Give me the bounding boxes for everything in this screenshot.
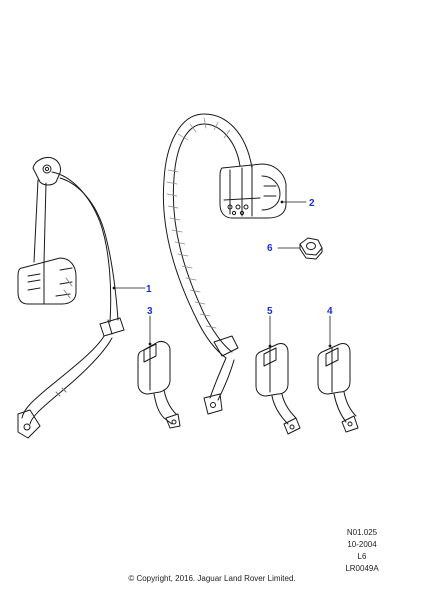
buckle-4[interactable] <box>317 343 359 433</box>
reference-model: L6 <box>357 552 367 561</box>
nut[interactable] <box>299 237 323 260</box>
upper-anchor-plate <box>32 157 61 186</box>
callout-2[interactable]: 2 <box>309 198 315 209</box>
front-belt-webbing <box>51 171 112 323</box>
callout-1[interactable]: 1 <box>146 284 152 295</box>
rear-seat-belt-assembly[interactable] <box>162 113 287 415</box>
reference-code: N01.025 <box>346 528 378 537</box>
callout-6[interactable]: 6 <box>267 243 273 254</box>
front-seat-belt-assembly[interactable] <box>17 157 125 439</box>
buckle-3[interactable] <box>137 341 181 429</box>
reference-drawing-number: LR0049A <box>345 564 379 573</box>
callout-5[interactable]: 5 <box>267 306 273 317</box>
reference-date: 10-2004 <box>347 540 377 549</box>
callout-3[interactable]: 3 <box>147 306 153 317</box>
rear-belt-webbing <box>172 123 241 353</box>
front-retractor-housing <box>17 257 77 305</box>
leader-lines <box>112 200 332 348</box>
anchor-bolt-hole <box>42 164 52 174</box>
copyright-notice: © Copyright, 2016. Jaguar Land Rover Lim… <box>128 574 296 583</box>
callout-numbers: 1 2 3 4 5 6 <box>146 198 333 317</box>
callout-4[interactable]: 4 <box>327 306 333 317</box>
lower-anchor-plate <box>17 409 41 439</box>
drawing-reference-block: N01.025 10-2004 L6 LR0049A <box>332 527 392 575</box>
buckle-5[interactable] <box>255 343 301 435</box>
rear-retractor-housing <box>219 163 287 219</box>
